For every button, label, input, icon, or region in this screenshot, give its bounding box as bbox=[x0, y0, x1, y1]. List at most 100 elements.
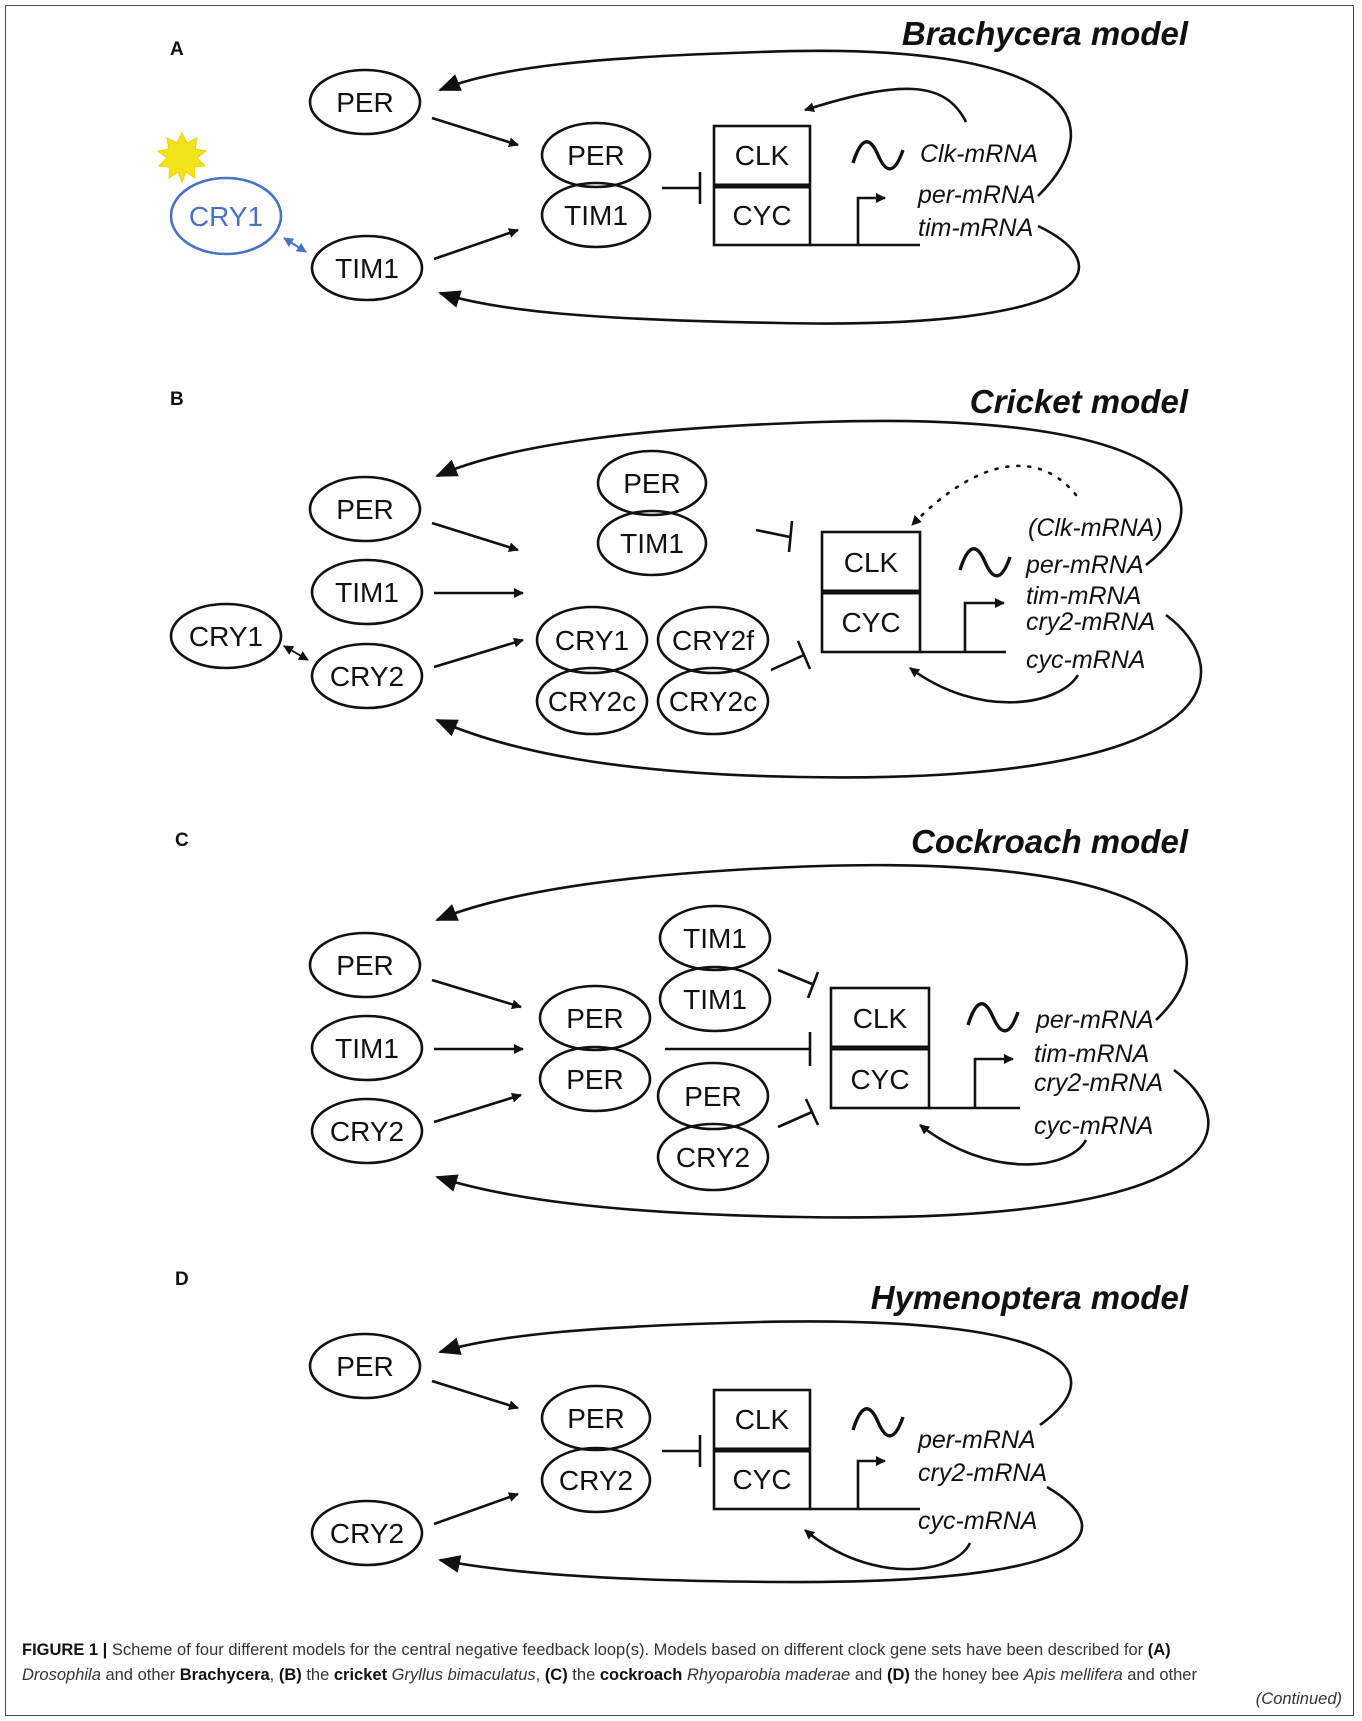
per-mrna: per-mRNA bbox=[1025, 551, 1144, 579]
tim1-label: TIM1 bbox=[335, 577, 399, 608]
caption-taxon: cockroach bbox=[599, 1666, 683, 1684]
inhibition-bar bbox=[787, 520, 794, 553]
panel-c: C Cockroach model PER TIM1 CRY2 TIM1 TIM… bbox=[175, 823, 1210, 1219]
cry1-label: CRY1 bbox=[189, 201, 263, 232]
cry2-node bbox=[310, 642, 424, 710]
caption-species: Rhyoparobia maderae bbox=[686, 1666, 851, 1684]
clk-label: CLK bbox=[853, 1003, 908, 1034]
oscillation-icon bbox=[851, 1407, 905, 1438]
panel-title: Hymenoptera model bbox=[871, 1279, 1189, 1316]
inhibition-line bbox=[770, 653, 805, 672]
cyc-mrna: cyc-mRNA bbox=[1026, 646, 1145, 674]
caption-species: Drosophila bbox=[22, 1666, 101, 1684]
per-loop-arrow bbox=[438, 1320, 1073, 1427]
panel-letter: C bbox=[175, 830, 189, 851]
panel-letter: B bbox=[170, 389, 184, 410]
caption-text: Scheme of four different models for the … bbox=[107, 1641, 1148, 1659]
panel-letter: D bbox=[175, 1269, 189, 1290]
per-tim-loop-arrow bbox=[435, 419, 1183, 567]
inhibition-bar bbox=[806, 971, 820, 999]
caption-text: and other bbox=[1122, 1666, 1197, 1684]
panel-title: Cockroach model bbox=[911, 823, 1189, 860]
complex-per-label: PER bbox=[567, 1403, 625, 1434]
complex-tim1-label: TIM1 bbox=[683, 984, 747, 1015]
cry1-node bbox=[169, 602, 283, 670]
cry1-cry2-interaction bbox=[283, 645, 309, 661]
inhibition-line bbox=[777, 1110, 813, 1129]
transcription-arrow bbox=[856, 193, 886, 245]
figure-caption: FIGURE 1 | Scheme of four different mode… bbox=[22, 1638, 1340, 1688]
complex-cry2-label: CRY2 bbox=[676, 1142, 750, 1173]
caption-taxon: cricket bbox=[333, 1666, 388, 1684]
cry2-node bbox=[310, 1097, 424, 1165]
inhibition-bar bbox=[796, 640, 812, 670]
sun-icon bbox=[156, 131, 208, 184]
caption-text: the honey bee bbox=[909, 1666, 1024, 1684]
per-node bbox=[308, 475, 422, 543]
complex-tim1-label: TIM1 bbox=[620, 528, 684, 559]
cry2-mrna: cry2-mRNA bbox=[1026, 608, 1155, 636]
caption-ref: (A) bbox=[1147, 1641, 1171, 1659]
cyc-label: CYC bbox=[841, 607, 900, 638]
per-tim-loop-arrow bbox=[435, 863, 1189, 1021]
complex-per-label: PER bbox=[567, 140, 625, 171]
inhibition-bar bbox=[804, 1098, 820, 1126]
cyc-feedback-arrow bbox=[919, 1123, 1088, 1166]
tim-mrna: tim-mRNA bbox=[1034, 1040, 1149, 1068]
cry2-arrow bbox=[433, 1092, 522, 1124]
complex-tim1 bbox=[540, 181, 652, 249]
complex-tim1 bbox=[596, 509, 708, 577]
per-label: PER bbox=[336, 1351, 394, 1382]
caption-text: and other bbox=[100, 1666, 180, 1684]
clk-feedback-dotted-arrow bbox=[910, 464, 1078, 527]
tim-mrna: tim-mRNA bbox=[918, 214, 1033, 242]
caption-ref: (C) bbox=[544, 1666, 568, 1684]
panel-title: Cricket model bbox=[970, 383, 1189, 420]
caption-species: Gryllus bimaculatus bbox=[391, 1666, 536, 1684]
cry2-label: CRY2 bbox=[330, 1116, 404, 1147]
per-arrow bbox=[431, 521, 519, 553]
panel-title: Brachycera model bbox=[902, 15, 1189, 52]
complex-cry2f-label: CRY2f bbox=[672, 625, 754, 656]
complex-tim1 bbox=[658, 904, 772, 972]
panel-d: D Hymenoptera model PER CRY2 PER CRY2 CL… bbox=[175, 1269, 1189, 1584]
cry1-node bbox=[169, 176, 283, 256]
cry2-loop-arrow bbox=[435, 1068, 1210, 1219]
complex-per bbox=[538, 1045, 652, 1113]
complex-cry2c-label: CRY2c bbox=[548, 686, 636, 717]
cyc-label: CYC bbox=[732, 1464, 791, 1495]
complex-cry1 bbox=[535, 605, 649, 675]
clk-label: CLK bbox=[735, 140, 790, 171]
cry2-arrow bbox=[433, 1492, 519, 1526]
caption-continued: (Continued) bbox=[1255, 1690, 1342, 1708]
caption-taxon: Brachycera bbox=[179, 1666, 270, 1684]
caption-ref: (D) bbox=[886, 1666, 910, 1684]
clk-mrna: Clk-mRNA bbox=[920, 140, 1038, 168]
caption-text: and bbox=[850, 1666, 887, 1684]
tim-loop-arrow bbox=[438, 224, 1081, 325]
per-arrow bbox=[431, 978, 522, 1010]
complex-per bbox=[540, 1384, 652, 1452]
complex-per-label: PER bbox=[566, 1064, 624, 1095]
panel-b: B Cricket model PER TIM1 CRY1 CRY2 PER T… bbox=[169, 383, 1203, 779]
complex-per bbox=[656, 1061, 770, 1131]
cyc-mrna: cyc-mRNA bbox=[918, 1507, 1037, 1535]
complex-cry1-label: CRY1 bbox=[555, 625, 629, 656]
figure-label: FIGURE 1 | bbox=[22, 1641, 108, 1659]
cyc-mrna: cyc-mRNA bbox=[1034, 1112, 1153, 1140]
figure-frame bbox=[5, 5, 1354, 1716]
clk-mrna: (Clk-mRNA) bbox=[1028, 514, 1163, 542]
complex-cry2c-label: CRY2c bbox=[669, 686, 757, 717]
oscillation-icon bbox=[851, 140, 905, 171]
per-label: PER bbox=[336, 494, 394, 525]
caption-text: , bbox=[535, 1666, 545, 1684]
clk-label: CLK bbox=[844, 547, 899, 578]
cry1-tim1-interaction bbox=[283, 237, 307, 253]
transcription-arrow bbox=[973, 1054, 1014, 1108]
complex-cry2c bbox=[656, 666, 770, 736]
per-loop-arrow bbox=[438, 49, 1073, 197]
per-label: PER bbox=[336, 950, 394, 981]
tim1-to-complex-arrow bbox=[433, 228, 519, 261]
per-node bbox=[308, 1332, 422, 1400]
tim1-label: TIM1 bbox=[335, 1033, 399, 1064]
